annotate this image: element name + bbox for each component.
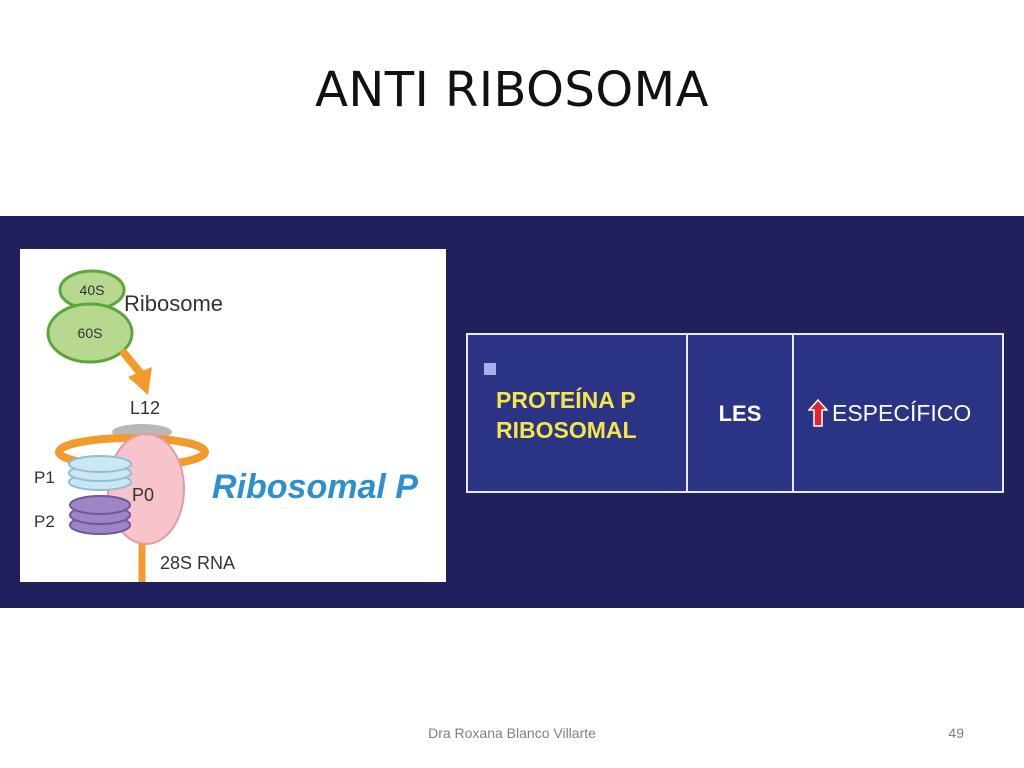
slide-title: ANTI RIBOSOMA (315, 62, 709, 118)
label-28s-rna: 28S RNA (160, 553, 235, 573)
antibody-table: PROTEÍNA P RIBOSOMAL LES ESPECÍFICO (466, 333, 1004, 493)
specificity-label: ESPECÍFICO (832, 399, 972, 426)
antigen-cell: PROTEÍNA P RIBOSOMAL (468, 335, 688, 491)
p1-disk (68, 455, 132, 473)
label-p1: P1 (34, 468, 55, 487)
ribosome-diagram: 40S 60S Ribosome L12 P0 P1 P2 28S RNA Ri… (20, 249, 446, 582)
label-60s: 60S (78, 325, 103, 341)
subunit-60s (46, 302, 134, 364)
p2-disk (69, 495, 131, 515)
label-ribosome: Ribosome (124, 291, 223, 316)
bullet-icon (484, 363, 496, 375)
label-l12: L12 (130, 398, 160, 418)
label-p0: P0 (132, 485, 154, 505)
disease-label: LES (718, 401, 762, 426)
arrow-shaft (120, 349, 146, 379)
up-arrow-icon (808, 399, 828, 427)
specificity-cell: ESPECÍFICO (794, 335, 1002, 491)
label-p2: P2 (34, 512, 55, 531)
page-number: 49 (948, 725, 964, 741)
label-40s: 40S (80, 282, 105, 298)
footer-credit: Dra Roxana Blanco Villarte (428, 725, 596, 741)
arrow-head (128, 367, 152, 395)
label-ribosomal-p: Ribosomal P (212, 468, 418, 506)
disease-cell: LES (688, 335, 794, 491)
antigen-label: PROTEÍNA P RIBOSOMAL (496, 387, 637, 443)
